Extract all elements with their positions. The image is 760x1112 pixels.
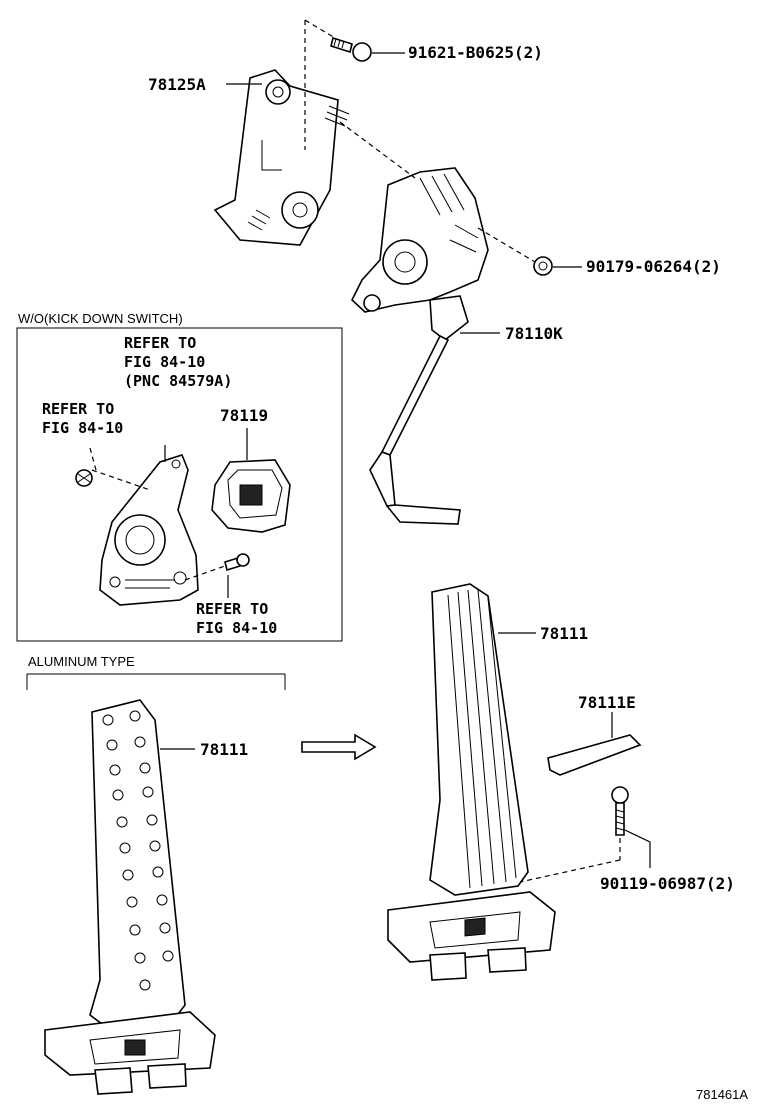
pedal-hole	[119, 842, 131, 854]
screw-bottom	[224, 553, 250, 572]
screw-left	[75, 469, 93, 487]
plate-78111E	[547, 734, 642, 776]
pedal-arm-78110K	[351, 167, 489, 525]
bolt-91621	[330, 36, 372, 62]
kickdown-box	[16, 327, 343, 642]
ref-left-line2: FIG 84-10	[42, 419, 123, 437]
pedal-hole	[142, 786, 154, 798]
pedal-hole	[126, 896, 138, 908]
pedal-hole	[129, 710, 141, 722]
label-78111-top: 78111	[540, 624, 588, 643]
figure-code: 781461A	[696, 1087, 748, 1102]
label-78111-left: 78111	[200, 740, 248, 759]
label-90119: 90119-06987(2)	[600, 874, 735, 893]
label-90179: 90179-06264(2)	[586, 257, 721, 276]
nut-90179	[533, 256, 553, 276]
ref-pnc-line3: (PNC 84579A)	[124, 372, 232, 390]
pedal-hole	[102, 714, 114, 726]
pedal-hole	[112, 789, 124, 801]
pedal-hole	[139, 762, 151, 774]
ref-bottom-line1: REFER TO	[196, 600, 268, 618]
label-91621: 91621-B0625(2)	[408, 43, 543, 62]
label-78110K: 78110K	[505, 324, 563, 343]
pedal-hole	[134, 736, 146, 748]
pedal-hole	[146, 814, 158, 826]
pedal-hole	[109, 764, 121, 776]
pedal-hole	[159, 922, 171, 934]
ref-left-line1: REFER TO	[42, 400, 114, 418]
pedal-hole	[149, 840, 161, 852]
pedal-hole	[122, 869, 134, 881]
arrow-indicator	[301, 733, 377, 761]
pedal-hole	[152, 866, 164, 878]
label-78111E: 78111E	[578, 693, 636, 712]
ref-pnc-line1: REFER TO	[124, 334, 196, 352]
label-78125A: 78125A	[148, 75, 206, 94]
pedal-hole	[134, 952, 146, 964]
aluminum-title: ALUMINUM TYPE	[28, 654, 135, 669]
bracket-78125A	[213, 69, 350, 246]
pedal-hole	[162, 950, 174, 962]
sensor-housing	[99, 454, 199, 606]
ref-pnc-line2: FIG 84-10	[124, 353, 205, 371]
pedal-holes	[102, 710, 174, 991]
pedal-hole	[129, 924, 141, 936]
cover-78119	[211, 459, 291, 533]
kickdown-title: W/O(KICK DOWN SWITCH)	[18, 311, 183, 326]
ref-bottom-line2: FIG 84-10	[196, 619, 277, 637]
pedal-rubber	[387, 583, 556, 981]
pedal-hole	[116, 816, 128, 828]
pedal-aluminum	[44, 699, 216, 1095]
pedal-hole	[106, 739, 118, 751]
bolt-90119	[611, 786, 629, 836]
pedal-hole	[156, 894, 168, 906]
label-78119: 78119	[220, 406, 268, 425]
pedal-hole	[139, 979, 151, 991]
aluminum-bracket	[26, 673, 286, 690]
